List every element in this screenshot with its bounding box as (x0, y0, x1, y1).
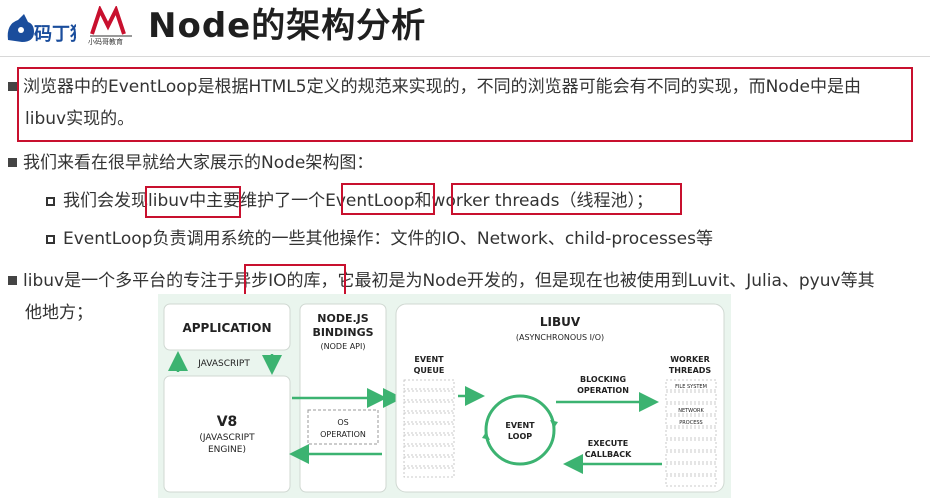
bullet-1-line-2: libuv实现的。 (25, 109, 135, 129)
worker-process: PROCESS (679, 420, 702, 426)
event-loop-label-1: EVENT (505, 421, 535, 430)
worker-threads: FILE SYSTEM NETWORK PROCESS (665, 379, 717, 487)
diagram-svg: .bx{fill:#fff;stroke:#d0d8d2;stroke-widt… (163, 303, 725, 493)
javascript-label: JAVASCRIPT (197, 359, 250, 369)
hollow-square-bullet-icon (46, 235, 55, 244)
node-architecture-diagram: .bx{fill:#fff;stroke:#d0d8d2;stroke-widt… (158, 294, 731, 498)
divider (0, 56, 930, 57)
bindings-label-2: BINDINGS (312, 326, 373, 339)
event-loop-label-2: LOOP (508, 432, 532, 441)
bindings-label-1: NODE.JS (317, 312, 368, 325)
v8-title: V8 (217, 414, 238, 430)
page-title: Node的架构分析 (148, 6, 427, 46)
event-queue (403, 379, 455, 478)
os-operation-box (307, 409, 379, 445)
worker-threads-label-1: WORKER (670, 355, 710, 364)
highlight-box-async-io (244, 264, 346, 297)
bullet-2-sub-1: 我们会发现libuv中主要维护了一个EventLoop和worker threa… (46, 188, 653, 214)
worker-threads-label-2: THREADS (669, 366, 712, 375)
blocking-label-1: BLOCKING (580, 375, 626, 384)
mading-logo: 码丁猿 (7, 14, 76, 45)
square-bullet-icon (8, 158, 17, 167)
bullet-2-sub-2: EventLoop负责调用系统的一些其他操作：文件的IO、Network、chi… (46, 226, 713, 252)
hollow-square-bullet-icon (46, 197, 55, 206)
worker-network: NETWORK (678, 408, 704, 414)
highlight-box-1 (17, 67, 913, 142)
v8-box (163, 375, 291, 493)
application-box (163, 303, 291, 351)
bullet-1-line-1: 浏览器中的EventLoop是根据HTML5定义的规范来实现的，不同的浏览器可能… (8, 74, 861, 100)
bullet-2: 我们来看在很早就给大家展示的Node架构图： (8, 150, 373, 176)
event-loop-circle (484, 394, 556, 466)
event-queue-label-1: EVENT (414, 355, 444, 364)
os-label-1: OS (337, 418, 348, 427)
event-queue-label-2: QUEUE (414, 366, 445, 375)
blocking-label-2: OPERATION (577, 386, 629, 395)
highlight-box-libuv (145, 186, 241, 218)
logo-text: 码丁猿 (34, 23, 76, 45)
brand-text: 小码哥教育 (88, 37, 123, 46)
square-bullet-icon (8, 82, 17, 91)
highlight-box-eventloop (341, 183, 435, 215)
v8-sub-2: ENGINE) (208, 445, 246, 455)
execute-label-1: EXECUTE (588, 439, 628, 448)
os-label-2: OPERATION (320, 430, 366, 439)
bullet-3-line-2: 他地方； (25, 303, 93, 323)
libuv-box (395, 303, 725, 493)
bullet-3-line-1: libuv是一个多平台的专注于异步IO的库，它最初是为Node开发的，但是现在也… (8, 268, 875, 294)
highlight-box-worker-threads (451, 183, 682, 215)
worker-file-system: FILE SYSTEM (675, 384, 707, 390)
xiaomage-logo: 小码哥教育 (88, 6, 132, 46)
bindings-label-3: (NODE API) (321, 342, 366, 351)
libuv-sub: (ASYNCHRONOUS I/O) (516, 333, 604, 342)
header: 码丁猿 小码哥教育 Node的架构分析 (0, 0, 930, 58)
execute-label-2: CALLBACK (585, 450, 632, 459)
libuv-title: LIBUV (540, 315, 581, 329)
square-bullet-icon (8, 276, 17, 285)
application-label: APPLICATION (182, 321, 271, 335)
v8-sub-1: (JAVASCRIPT (199, 433, 255, 443)
